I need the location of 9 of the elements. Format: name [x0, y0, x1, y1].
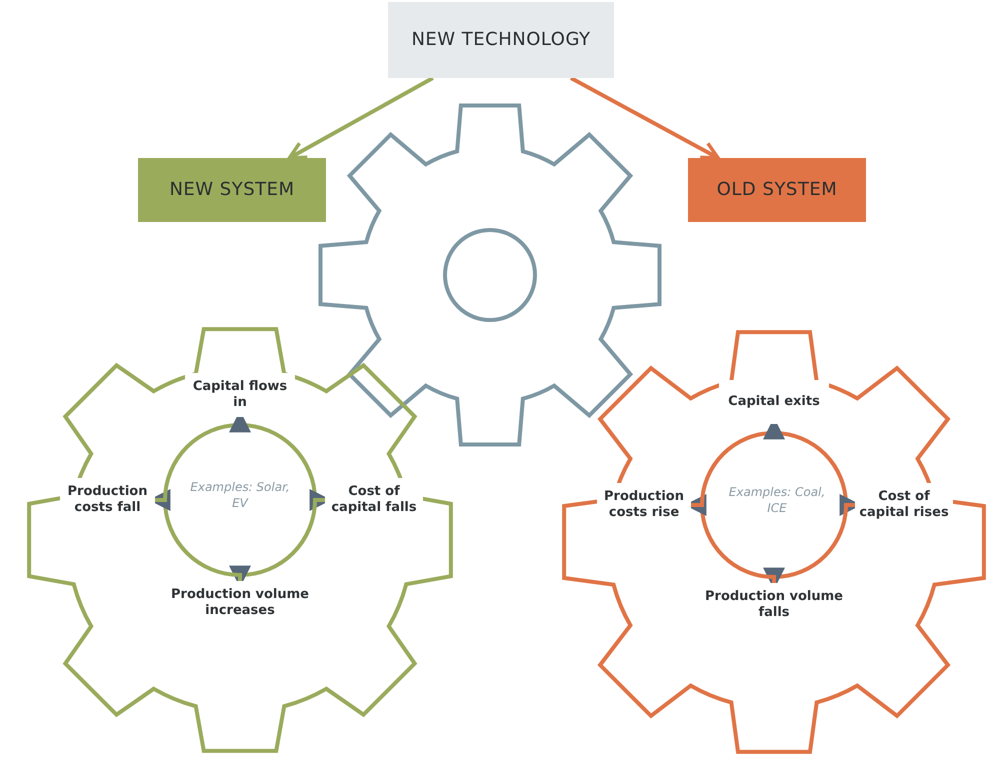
- example-note: Examples: Coal, ICE: [728, 485, 826, 516]
- cycle-step-text: Capital flows in: [185, 373, 295, 417]
- system-box: OLD SYSTEM: [688, 158, 866, 222]
- heading-box: NEW TECHNOLOGY: [388, 2, 614, 78]
- arrow: [570, 76, 720, 160]
- system-box: NEW SYSTEM: [138, 158, 326, 222]
- cycle-step-text: Capital exits: [719, 380, 829, 424]
- arrow: [288, 76, 434, 160]
- example-note: Examples: Solar, EV: [190, 480, 290, 512]
